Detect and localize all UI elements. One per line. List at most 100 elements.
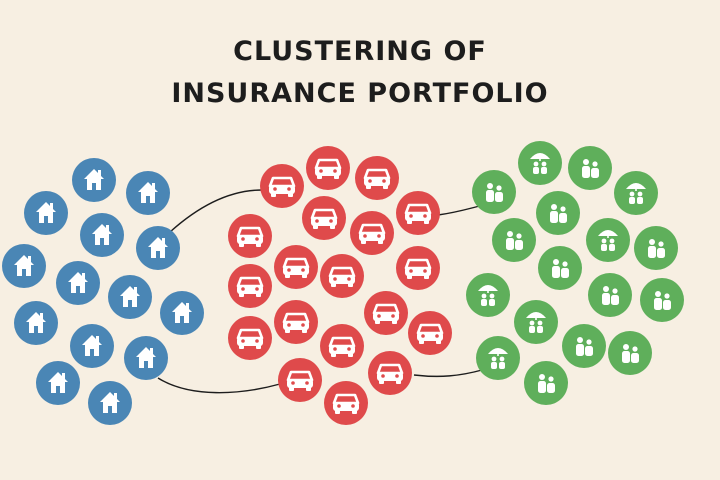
auto-policy-node	[278, 358, 322, 402]
family-icon	[486, 183, 503, 202]
life-policy-node	[536, 191, 580, 235]
home-policy-node	[36, 361, 80, 405]
auto-policy-node	[364, 291, 408, 335]
life-policy-node	[514, 300, 558, 344]
house-icon	[172, 302, 192, 323]
family-icon	[530, 153, 550, 174]
life-policy-node	[608, 331, 652, 375]
house-icon	[14, 255, 34, 276]
auto-policy-node	[320, 324, 364, 368]
family-icon	[506, 231, 523, 250]
home-policy-node	[14, 301, 58, 345]
auto-policy-node	[274, 245, 318, 289]
title-line-1: CLUSTERING OF	[233, 36, 487, 67]
car-icon	[376, 363, 404, 384]
auto-policy-node	[274, 300, 318, 344]
auto-policy-node	[320, 254, 364, 298]
house-icon	[26, 312, 46, 333]
family-icon	[538, 374, 555, 393]
car-icon	[310, 208, 338, 229]
car-icon	[314, 158, 342, 179]
home-policy-node	[88, 381, 132, 425]
life-policy-node	[538, 246, 582, 290]
car-icon	[416, 323, 444, 344]
auto-policy-node	[228, 214, 272, 258]
life-policy-node	[614, 171, 658, 215]
house-icon	[148, 237, 168, 258]
car-icon	[363, 168, 391, 189]
house-icon	[120, 286, 140, 307]
car-icon	[236, 226, 264, 247]
family-icon	[550, 204, 567, 223]
connector-line	[413, 369, 483, 378]
family-icon	[478, 285, 498, 306]
auto-policy-node	[228, 264, 272, 308]
life-policy-node	[466, 273, 510, 317]
house-icon	[136, 347, 156, 368]
car-icon	[282, 312, 310, 333]
life-policy-node	[634, 226, 678, 270]
family-icon	[626, 183, 646, 204]
home-policy-node	[80, 213, 124, 257]
car-icon	[328, 266, 356, 287]
car-icon	[404, 203, 432, 224]
home-policy-node	[108, 275, 152, 319]
home-policy-node	[24, 191, 68, 235]
life-policy-node	[476, 336, 520, 380]
auto-policy-node	[368, 351, 412, 395]
car-icon	[332, 393, 360, 414]
title-line-2: INSURANCE PORTFOLIO	[171, 78, 549, 109]
car-icon	[372, 303, 400, 324]
car-icon	[328, 336, 356, 357]
family-icon	[598, 230, 618, 251]
home-policy-node	[124, 336, 168, 380]
home-policy-node	[72, 158, 116, 202]
house-icon	[92, 224, 112, 245]
car-icon	[236, 328, 264, 349]
auto-policy-node	[355, 156, 399, 200]
family-icon	[648, 239, 665, 258]
family-icon	[488, 348, 508, 369]
car-icon	[282, 257, 310, 278]
car-icon	[286, 370, 314, 391]
home-policy-node	[2, 244, 46, 288]
auto-policy-node	[396, 246, 440, 290]
life-cluster	[466, 141, 684, 405]
car-icon	[236, 276, 264, 297]
family-icon	[526, 312, 546, 333]
life-policy-node	[568, 146, 612, 190]
home-policy-node	[70, 324, 114, 368]
home-cluster	[2, 158, 204, 425]
car-icon	[358, 223, 386, 244]
auto-policy-node	[228, 316, 272, 360]
life-policy-node	[586, 218, 630, 262]
life-policy-node	[562, 324, 606, 368]
auto-policy-node	[324, 381, 368, 425]
family-icon	[552, 259, 569, 278]
auto-policy-node	[396, 191, 440, 235]
auto-cluster	[228, 146, 452, 425]
life-policy-node	[518, 141, 562, 185]
family-icon	[622, 344, 639, 363]
auto-policy-node	[260, 164, 304, 208]
home-policy-node	[160, 291, 204, 335]
life-policy-node	[640, 278, 684, 322]
connector-line	[157, 377, 281, 394]
house-icon	[138, 182, 158, 203]
life-policy-node	[492, 218, 536, 262]
family-icon	[654, 291, 671, 310]
life-policy-node	[588, 273, 632, 317]
car-icon	[404, 258, 432, 279]
auto-policy-node	[350, 211, 394, 255]
family-icon	[602, 286, 619, 305]
family-icon	[576, 337, 593, 356]
family-icon	[582, 159, 599, 178]
auto-policy-node	[302, 196, 346, 240]
auto-policy-node	[306, 146, 350, 190]
auto-policy-node	[408, 311, 452, 355]
car-icon	[268, 176, 296, 197]
house-icon	[84, 169, 104, 190]
house-icon	[48, 372, 68, 393]
